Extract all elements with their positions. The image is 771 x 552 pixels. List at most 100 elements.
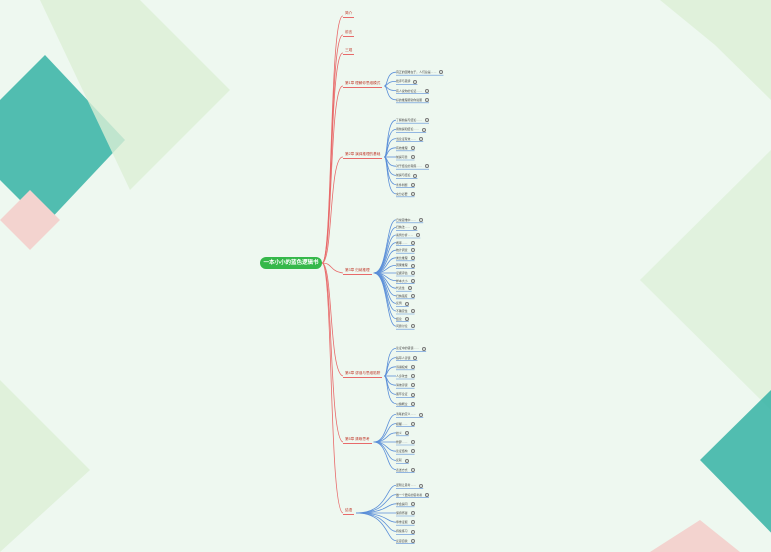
leaf-node[interactable]: 用前提和结论…… [396,127,427,132]
note-icon[interactable] [410,538,415,543]
leaf-node[interactable]: 归纳法…… [396,225,418,230]
note-icon[interactable] [413,79,418,84]
leaf-node[interactable]: 案例分析…… [396,233,421,238]
note-icon[interactable] [422,346,427,351]
note-icon[interactable] [410,502,415,507]
leaf-node[interactable]: 好的推理帮助你说服 [396,98,430,103]
leaf-node[interactable]: 逻辑让思考…… [396,483,424,488]
note-icon[interactable] [419,412,424,417]
note-icon[interactable] [404,458,409,463]
note-icon[interactable] [410,278,415,283]
note-icon[interactable] [410,324,415,329]
leaf-node[interactable]: 不确定性 [396,309,415,314]
branch-node[interactable]: 前言 [343,30,355,37]
leaf-node[interactable]: 保持怀疑 [396,511,415,516]
note-icon[interactable] [410,271,415,276]
leaf-node[interactable]: 充分必要 [396,192,415,197]
note-icon[interactable] [425,492,430,497]
note-icon[interactable] [410,256,415,261]
note-icon[interactable] [410,529,415,534]
note-icon[interactable] [410,365,415,370]
note-icon[interactable] [410,240,415,245]
note-icon[interactable] [419,218,424,223]
note-icon[interactable] [410,511,415,516]
leaf-node[interactable]: 前提与结论 [396,173,418,178]
branch-node[interactable]: 第3章 归纳推理 [343,268,372,275]
branch-node[interactable]: 简介 [343,11,355,18]
leaf-node[interactable]: 归纳强度 [396,294,415,299]
leaf-node[interactable]: 表述方式 [396,468,415,472]
leaf-node[interactable]: 因果推理 [396,263,415,268]
note-icon[interactable] [410,294,415,299]
note-icon[interactable] [410,520,415,525]
leaf-node[interactable]: 问题讨论 [396,324,415,329]
leaf-node[interactable]: 对于结论的真假…… [396,164,430,169]
leaf-node[interactable]: 尊重证据 [396,520,415,525]
leaf-node[interactable]: 类比推理 [396,256,415,261]
leaf-node[interactable]: 统计调查 [396,248,415,253]
leaf-node[interactable]: 滑坡谬误 [396,383,415,388]
leaf-node[interactable]: 日常思维中…… [396,218,424,223]
leaf-node[interactable]: 学会提问 [396,502,415,507]
leaf-node[interactable]: 证据评估 [396,271,415,276]
note-icon[interactable] [425,88,430,93]
leaf-node[interactable]: 反思自我 [396,539,415,543]
leaf-node[interactable]: 结论 [396,317,409,321]
note-icon[interactable] [410,392,415,397]
leaf-node[interactable]: 以偏概全 [396,402,415,406]
leaf-node[interactable]: 样本大小 [396,279,415,283]
root-node[interactable]: 一本小小的蓝色逻辑书 [260,257,322,269]
leaf-node[interactable]: 反驳 [396,458,409,463]
note-icon[interactable] [439,70,444,75]
branch-node[interactable]: 第4章 谬误与思维陷阱 [343,371,383,378]
branch-node[interactable]: 第2章 演绎推理的基础 [343,152,383,159]
note-icon[interactable] [425,118,430,123]
note-icon[interactable] [404,301,409,306]
branch-node[interactable]: 三观 [343,48,355,55]
leaf-node[interactable]: 真正的困难在于，人们总是…… [396,70,444,75]
note-icon[interactable] [416,233,421,238]
note-icon[interactable] [410,449,415,454]
leaf-node[interactable]: 人身攻击 [396,374,415,379]
leaf-node[interactable]: 持续练习 [396,529,415,534]
leaf-node[interactable]: 诉诸权威 [396,365,415,370]
note-icon[interactable] [410,155,415,160]
leaf-node[interactable]: 前提可靠 [396,155,415,160]
leaf-node[interactable]: 条件判断 [396,183,415,187]
leaf-node[interactable]: 当论证有效…… [396,136,424,141]
leaf-node[interactable]: 清晰的定义…… [396,412,424,417]
leaf-node[interactable]: 循环论证 [396,392,415,397]
leaf-node[interactable]: 稻草人谬误 [396,356,418,360]
leaf-node[interactable]: 有人说你的论证…… [396,88,430,93]
branch-node[interactable]: 第1章 理解你思维模式 [343,81,383,88]
note-icon[interactable] [410,146,415,151]
note-icon[interactable] [410,440,415,445]
note-icon[interactable] [407,286,412,291]
leaf-node[interactable]: 论证结构 [396,449,415,454]
leaf-node[interactable]: 概率…… [396,241,415,245]
note-icon[interactable] [410,182,415,187]
leaf-node[interactable]: 有效推理 [396,146,415,151]
leaf-node[interactable]: 了解前提与结论…… [396,118,430,123]
note-icon[interactable] [413,225,418,230]
leaf-node[interactable]: 歧义 [396,431,409,436]
leaf-node[interactable]: 代表性 [396,286,412,291]
note-icon[interactable] [419,136,424,141]
leaf-node[interactable]: 模糊…… [396,422,415,426]
note-icon[interactable] [410,192,415,197]
note-icon[interactable] [410,421,415,426]
note-icon[interactable] [425,164,430,169]
leaf-node[interactable]: 做一个更好的思考者 [396,492,430,497]
note-icon[interactable] [410,401,415,406]
note-icon[interactable] [422,127,427,132]
leaf-node[interactable]: 论证中的错误…… [396,346,427,351]
leaf-node[interactable]: 批评与思辨 [396,79,418,84]
note-icon[interactable] [410,263,415,268]
leaf-node[interactable]: 反例 [396,301,409,306]
note-icon[interactable] [419,483,424,488]
branch-node[interactable]: 结语 [343,508,355,515]
note-icon[interactable] [410,467,415,472]
note-icon[interactable] [413,173,418,178]
note-icon[interactable] [425,98,430,103]
branch-node[interactable]: 第5章 清晰思考 [343,437,372,444]
